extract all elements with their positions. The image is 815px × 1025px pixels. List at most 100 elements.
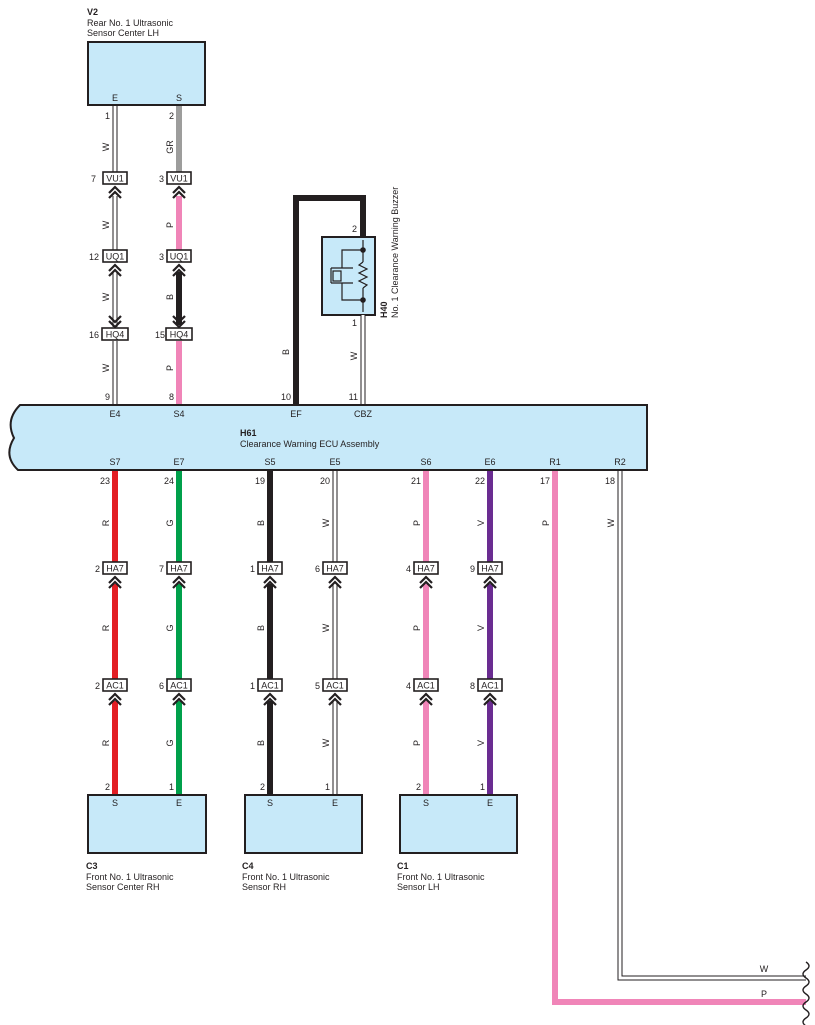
connector-chevron-icon: [419, 575, 433, 584]
connector-chevron-icon: [328, 580, 342, 589]
ecu-pin-label: S7: [109, 457, 120, 467]
wire-color-label: W: [321, 738, 331, 747]
ecu-pin-number: 22: [475, 476, 485, 486]
vu1-pin-left: 7: [91, 174, 96, 184]
wire-color-label: G: [165, 519, 175, 526]
c3-sensor-box: [87, 794, 207, 854]
connector-chevron-icon: [172, 692, 186, 701]
ecu-pin-label: S4: [173, 409, 184, 419]
v2-pin2-num: 2: [169, 111, 174, 121]
c1-name-line1: Front No. 1 Ultrasonic: [397, 872, 485, 882]
connector-box: [102, 561, 128, 575]
ecu-pin-number: 21: [411, 476, 421, 486]
ecu-pin-number: 19: [255, 476, 265, 486]
connector-chevron-icon: [483, 692, 497, 701]
v2-pin1-num: 1: [105, 111, 110, 121]
connector-chevron-icon: [419, 580, 433, 589]
ecu-pin-10: 10: [281, 392, 291, 402]
wire-r2-w: [617, 471, 806, 981]
connector-pin: 7: [159, 564, 164, 574]
wire-color-label: V: [476, 520, 486, 526]
connector-chevron-icon: [172, 580, 186, 589]
ecu-pin-18: 18: [605, 476, 615, 486]
vu1-label-left: VU1: [106, 174, 124, 184]
v2-name-line2: Sensor Center LH: [87, 28, 159, 38]
ecu-pin-number: 24: [164, 476, 174, 486]
c3-pin-e: E: [176, 798, 182, 808]
ecu-pin-number: 23: [100, 476, 110, 486]
c1-pin-e: E: [487, 798, 493, 808]
c1-pin-s: S: [423, 798, 429, 808]
v2-code: V2: [87, 7, 98, 17]
v2-sensor-box: [87, 41, 206, 106]
buzzer-symbol-icon: [330, 240, 369, 312]
vu1-label-right: VU1: [170, 174, 188, 184]
c1-name-line2: Sensor LH: [397, 882, 440, 892]
c3-num-s: 2: [105, 782, 110, 792]
c4-pin-s: S: [267, 798, 273, 808]
uq1-label-left: UQ1: [106, 252, 125, 262]
connector-box: [166, 678, 192, 692]
connector-box: [166, 561, 192, 575]
connector-chevron-icon: [263, 697, 277, 706]
connector-chevron-icon: [263, 580, 277, 589]
wire-color-label: W: [321, 518, 331, 527]
h61-ecu-box: [8, 404, 648, 471]
wire-color-label: G: [165, 739, 175, 746]
ecu-pin-label: E5: [329, 457, 340, 467]
wire-color-label: P: [412, 740, 422, 746]
connector-chevron-icon: [419, 692, 433, 701]
c4-code: C4: [242, 861, 254, 871]
wire-color-label: GR: [165, 140, 175, 154]
connector-label: AC1: [417, 681, 435, 691]
h61-name: Clearance Warning ECU Assembly: [240, 439, 380, 449]
c4-num-e: 1: [325, 782, 330, 792]
connector-box: [322, 561, 348, 575]
ecu-pin-number: 20: [320, 476, 330, 486]
wire-color-label: P: [412, 520, 422, 526]
ecu-pin-label: E6: [484, 457, 495, 467]
ecu-pin-label: R1: [549, 457, 561, 467]
wire-color-label: B: [256, 740, 266, 746]
connector-label: HA7: [481, 564, 499, 574]
ecu-pin-label: EF: [290, 409, 302, 419]
wire-color-label: P: [541, 520, 551, 526]
connector-label: AC1: [326, 681, 344, 691]
c3-code: C3: [86, 861, 98, 871]
uq1-pin-right: 3: [159, 252, 164, 262]
wire-color-label: R: [101, 739, 111, 746]
connector-box: [477, 678, 503, 692]
wire-color-label: G: [165, 624, 175, 631]
v2-name-line1: Rear No. 1 Ultrasonic: [87, 18, 174, 28]
c3-num-e: 1: [169, 782, 174, 792]
hq4-connector-right: [165, 327, 193, 341]
h40-buzzer-box: [321, 236, 376, 316]
connector-label: HA7: [417, 564, 435, 574]
c3-pin-s: S: [112, 798, 118, 808]
wire-color-label: R: [101, 519, 111, 526]
connector-chevron-icon: [328, 692, 342, 701]
ecu-pin-8: 8: [169, 392, 174, 402]
ecu-pin-label: S6: [420, 457, 431, 467]
vu1-connector-left: [102, 171, 128, 185]
connector-chevron-icon: [483, 697, 497, 706]
connector-label: HA7: [106, 564, 124, 574]
connector-chevron-icon: [483, 580, 497, 589]
c4-num-s: 2: [260, 782, 265, 792]
wire-color-label: V: [476, 625, 486, 631]
connector-pin: 2: [95, 681, 100, 691]
connector-pin: 6: [159, 681, 164, 691]
connector-pin: 5: [315, 681, 320, 691]
connector-label: HA7: [261, 564, 279, 574]
h40-pin-2: 2: [352, 224, 357, 234]
hq4-label-right: HQ4: [170, 330, 189, 340]
wire-color-label: B: [165, 294, 175, 300]
wire-color-label: V: [476, 740, 486, 746]
connector-pin: 8: [470, 681, 475, 691]
h40-code: H40: [379, 301, 389, 318]
connector-pin: 4: [406, 564, 411, 574]
c1-num-e: 1: [480, 782, 485, 792]
connector-chevron-icon: [172, 697, 186, 706]
connector-box: [477, 561, 503, 575]
